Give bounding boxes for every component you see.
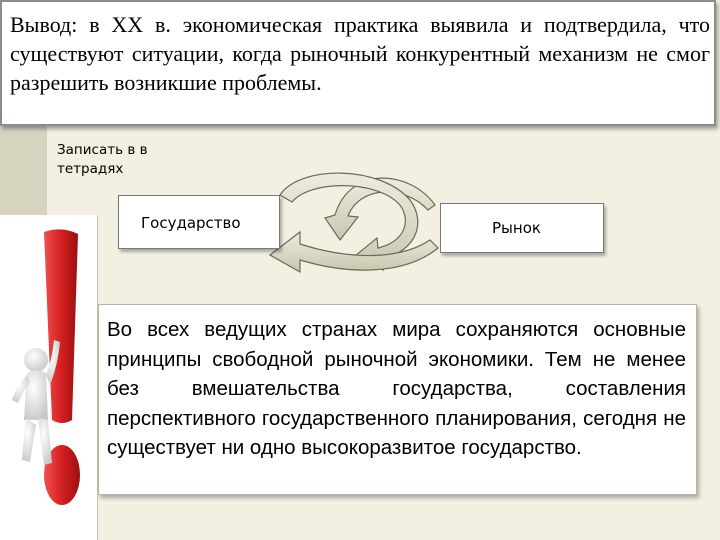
note-label: Записать в в тетрадях xyxy=(57,142,148,177)
person-exclamation-icon xyxy=(12,229,80,505)
market-label: Рынок xyxy=(492,219,541,237)
exclamation-dot xyxy=(44,445,80,505)
market-box: Рынок xyxy=(440,203,604,253)
state-label: Государство xyxy=(141,214,241,232)
main-text-box: Во всех ведущих странах мира сохраняются… xyxy=(98,304,697,495)
exchange-arrows-icon xyxy=(268,172,439,274)
divider-line xyxy=(97,215,98,540)
conclusion-box: Вывод: в XX в. экономическая практика вы… xyxy=(0,0,716,126)
arrow-lower xyxy=(268,230,439,274)
state-box: Государство xyxy=(118,195,280,249)
exclamation-bar xyxy=(44,229,78,423)
main-text: Во всех ведущих странах мира сохраняются… xyxy=(107,318,686,460)
person-figure xyxy=(12,340,60,465)
conclusion-text: Вывод: в XX в. экономическая практика вы… xyxy=(10,12,710,95)
